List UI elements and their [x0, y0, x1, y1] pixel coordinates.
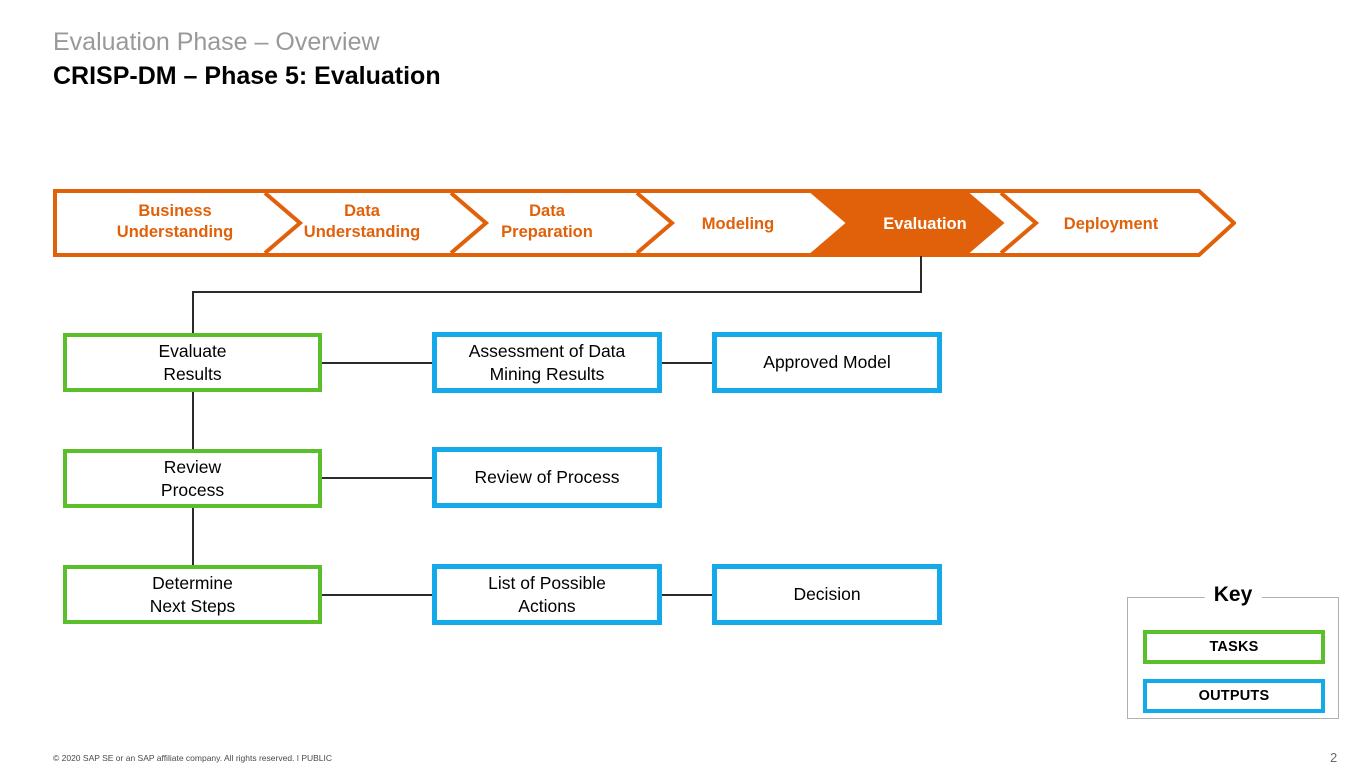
key-legend-item-tasks: TASKS	[1143, 630, 1325, 664]
output-box-review-of-process[interactable]: Review of Process	[432, 447, 662, 508]
slide-header: Evaluation Phase – Overview CRISP-DM – P…	[53, 27, 441, 92]
task-box-evaluate-results[interactable]: Evaluate Results	[63, 333, 322, 392]
output-label: Decision	[793, 584, 861, 605]
phase-divider-3-icon	[635, 191, 676, 255]
task-label: Evaluate Results	[158, 341, 227, 384]
output-label: Approved Model	[763, 352, 891, 373]
task-label: Determine Next Steps	[149, 573, 236, 616]
phase-label-line2: Preparation	[501, 223, 593, 241]
connector-row1-task-to-output1	[322, 362, 433, 364]
phase-segment-data-preparation[interactable]: Data Preparation	[501, 202, 593, 241]
connector-to-task-1	[192, 291, 194, 333]
phase-segment-business-understanding[interactable]: Business Understanding	[117, 202, 233, 241]
key-legend-item-outputs: OUTPUTS	[1143, 679, 1325, 713]
output-label: Review of Process	[474, 467, 620, 488]
phase-segment-deployment[interactable]: Deployment	[1064, 215, 1159, 233]
phase-label-line1: Business	[138, 202, 211, 220]
phase-label-line1: Data	[529, 202, 566, 220]
output-box-assessment-of-data-mining-results[interactable]: Assessment of Data Mining Results	[432, 332, 662, 393]
phase-label-line1: Modeling	[702, 215, 774, 233]
connector-row3-task-to-output1	[322, 594, 433, 596]
connector-task1-to-task2	[192, 390, 194, 449]
phase-divider-5-icon	[999, 191, 1040, 255]
connector-task2-to-task3	[192, 506, 194, 565]
output-label: Assessment of Data Mining Results	[468, 341, 626, 384]
task-box-determine-next-steps[interactable]: Determine Next Steps	[63, 565, 322, 624]
phase-segment-evaluation[interactable]: Evaluation	[883, 215, 966, 233]
phase-divider-2-icon	[449, 191, 490, 255]
key-legend-panel: Key TASKS OUTPUTS	[1127, 583, 1339, 719]
phase-label-line1: Data	[344, 202, 381, 220]
phase-segment-data-understanding[interactable]: Data Understanding	[304, 202, 420, 241]
output-box-decision[interactable]: Decision	[712, 564, 942, 625]
phase-label-line2: Understanding	[304, 223, 420, 241]
output-label: List of Possible Actions	[488, 573, 606, 616]
phase-label-line2: Understanding	[117, 223, 233, 241]
phase-segment-modeling[interactable]: Modeling	[702, 215, 774, 233]
phase-process-bar: Business Understanding Data Understandin…	[53, 189, 1236, 257]
footer-copyright: © 2020 SAP SE or an SAP affiliate compan…	[53, 753, 333, 763]
eyebrow-title: Evaluation Phase – Overview	[53, 28, 380, 56]
phase-divider-1-icon	[263, 191, 304, 255]
key-legend-label: TASKS	[1209, 639, 1259, 655]
task-box-review-process[interactable]: Review Process	[63, 449, 322, 508]
connector-row1-output1-to-output2	[661, 362, 713, 364]
key-legend-label: OUTPUTS	[1198, 688, 1270, 704]
connector-evaluation-drop	[920, 256, 922, 292]
connector-evaluation-horizontal	[192, 291, 922, 293]
connector-row3-output1-to-output2	[661, 594, 713, 596]
footer-page-number: 2	[1330, 750, 1338, 765]
page-title: CRISP-DM – Phase 5: Evaluation	[53, 62, 441, 90]
task-label: Review Process	[160, 457, 225, 500]
phase-label-line1: Evaluation	[883, 215, 966, 233]
key-legend-title: Key	[1204, 583, 1262, 607]
phase-label-line1: Deployment	[1064, 215, 1159, 233]
phase-segment-evaluation-fill[interactable]	[809, 192, 1005, 254]
output-box-list-of-possible-actions[interactable]: List of Possible Actions	[432, 564, 662, 625]
connector-row2-task-to-output1	[322, 477, 433, 479]
output-box-approved-model[interactable]: Approved Model	[712, 332, 942, 393]
